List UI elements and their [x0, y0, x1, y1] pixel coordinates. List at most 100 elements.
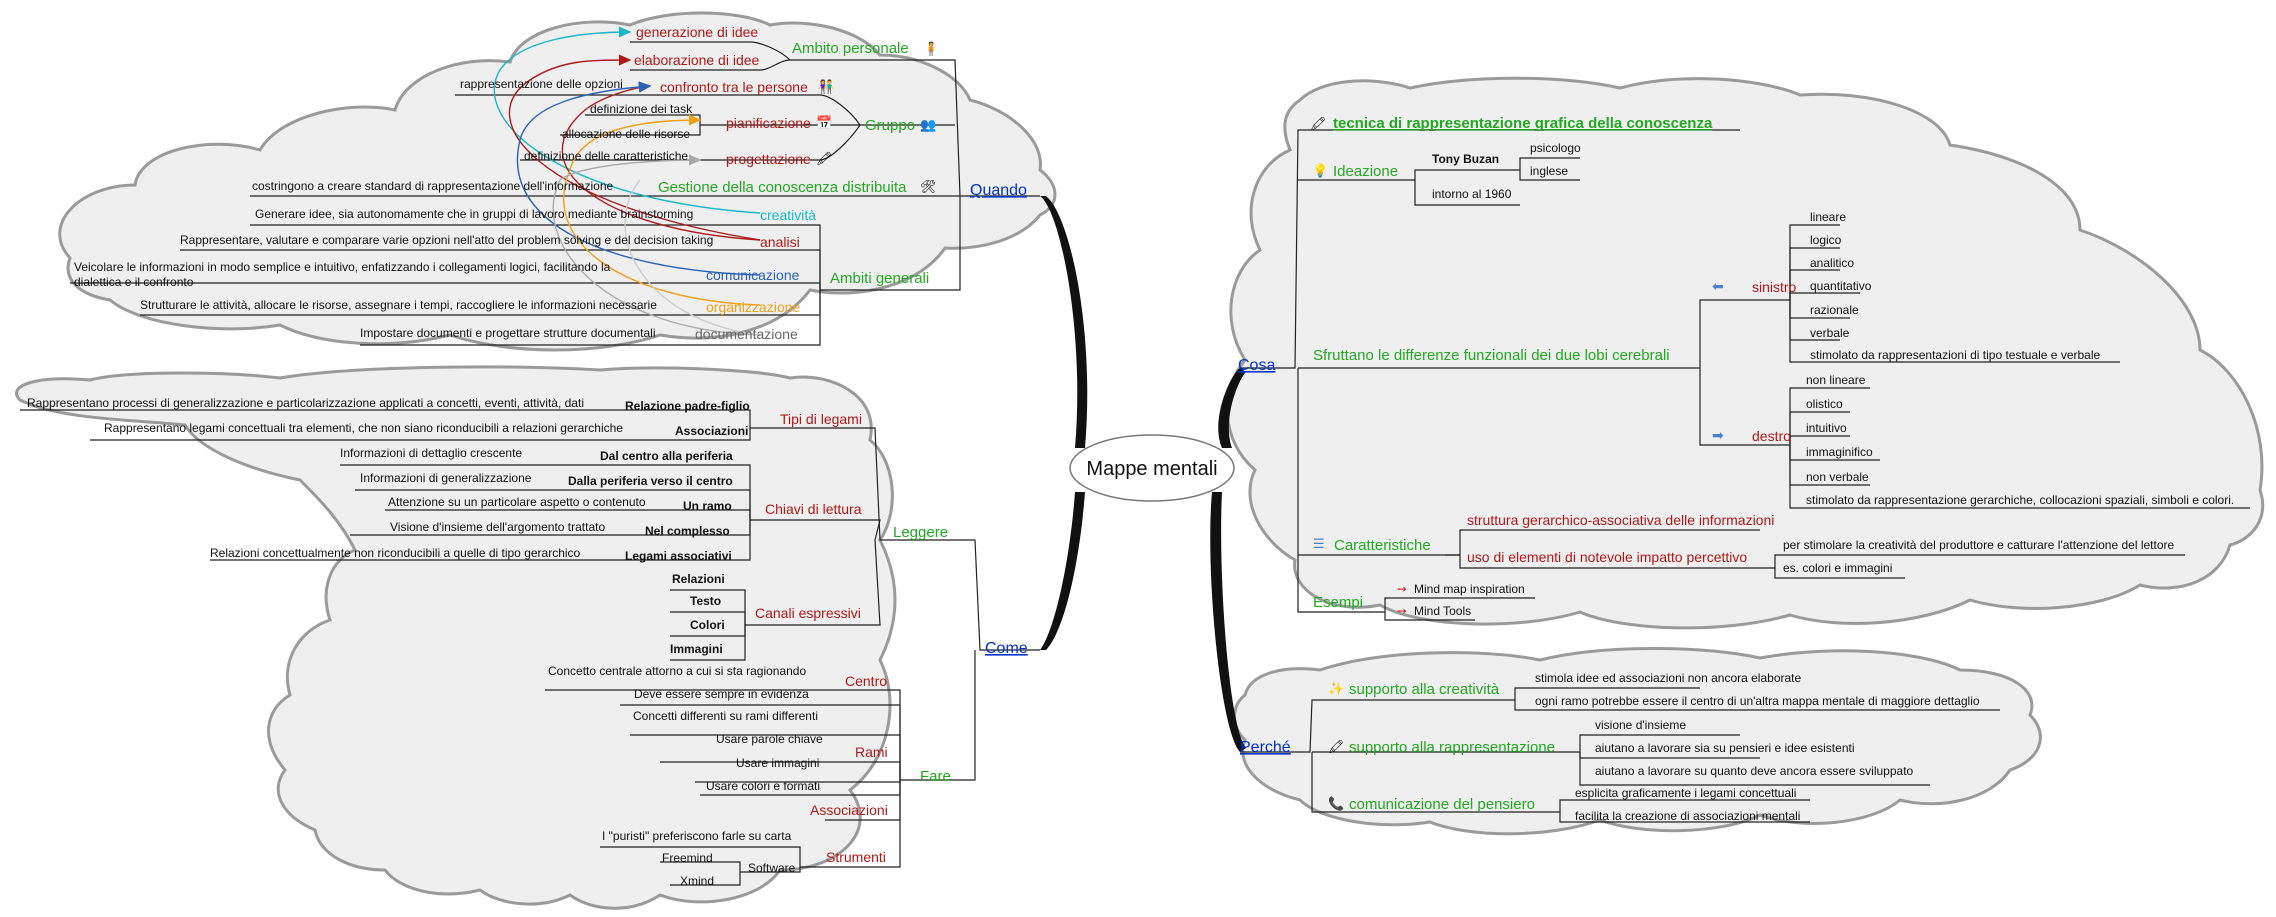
desc-un-ramo: Attenzione su un particolare aspetto o c…	[388, 495, 646, 509]
desc-dalla-periferia: Informazioni di generalizzazione	[360, 471, 532, 485]
topic-organizzazione[interactable]: organizzazione	[706, 299, 800, 315]
topic-documentazione[interactable]: documentazione	[695, 326, 798, 342]
topic-generazione-idee[interactable]: generazione di idee	[636, 24, 758, 40]
destro-immaginifico: immaginifico	[1806, 445, 1873, 459]
strumenti-note: I "puristi" preferiscono farle su carta	[602, 829, 792, 843]
topic-canali-espressivi[interactable]: Canali espressivi	[755, 605, 861, 621]
destro-non-verbale: non verbale	[1806, 470, 1869, 484]
topic-strumenti[interactable]: Strumenti	[826, 849, 886, 865]
detail-rappresentazione-opzioni: rappresentazione delle opzioni	[460, 77, 623, 91]
sinistro-logico: logico	[1810, 233, 1842, 247]
topic-comunicazione-pensiero[interactable]: comunicazione del pensiero	[1349, 796, 1535, 813]
canale-relazioni: Relazioni	[672, 572, 725, 586]
association-arrows	[493, 26, 761, 336]
pen-icon: 🖍	[816, 151, 833, 166]
branch-come[interactable]: Come	[985, 640, 1028, 657]
detail-esplicita: esplicita graficamente i legami concettu…	[1575, 786, 1796, 800]
canale-immagini: Immagini	[670, 642, 723, 656]
detail-veicolare-1: Veicolare le informazioni in modo sempli…	[74, 260, 611, 274]
topic-associazioni[interactable]: Associazioni	[810, 802, 888, 818]
detail-colori-immagini: es. colori e immagini	[1783, 561, 1892, 575]
sinistro-quantitativo: quantitativo	[1810, 279, 1872, 293]
topic-supporto-rappresentazione[interactable]: supporto alla rappresentazione	[1349, 739, 1555, 756]
topic-ambito-personale[interactable]: Ambito personale	[792, 40, 909, 57]
detail-stimola-idee: stimola idee ed associazioni non ancora …	[1535, 671, 1801, 685]
link-arrow-icon: ➙	[1397, 582, 1407, 596]
detail-stimolare-creativita: per stimolare la creatività del produtto…	[1783, 538, 2174, 552]
topic-centro[interactable]: Centro	[845, 673, 887, 689]
key-nel-complesso: Nel complesso	[645, 524, 730, 538]
topic-esempi[interactable]: Esempi	[1313, 594, 1363, 611]
rami-item-4: Usare colori e formati	[706, 779, 820, 793]
cloud-come	[15, 365, 897, 910]
lightbulb-icon: 💡	[1312, 163, 1328, 178]
topic-struttura-gerarchica[interactable]: struttura gerarchico-associativa delle i…	[1467, 512, 1774, 528]
topic-gruppo[interactable]: Gruppo	[865, 117, 915, 134]
topic-pianificazione[interactable]: pianificazione	[726, 115, 811, 131]
branch-cosa[interactable]: Cosa	[1238, 357, 1275, 374]
canale-testo: Testo	[690, 594, 721, 608]
person-tony-buzan: Tony Buzan	[1432, 152, 1499, 166]
topic-confronto-persone[interactable]: confronto tra le persone	[660, 79, 808, 95]
detail-definizione-caratteristiche: definizione delle caratteristiche	[524, 149, 688, 163]
topic-impatto-percettivo[interactable]: uso di elementi di notevole impatto perc…	[1467, 549, 1747, 565]
sinistro-stimolato: stimolato da rappresentazioni di tipo te…	[1810, 348, 2101, 362]
topic-fare[interactable]: Fare	[920, 768, 951, 785]
software-freemind: Freemind	[662, 851, 713, 865]
topic-comunicazione[interactable]: comunicazione	[706, 267, 800, 283]
detail-generare-idee: Generare idee, sia autonomamente che in …	[255, 207, 693, 221]
software-xmind: Xmind	[680, 874, 714, 888]
topic-tecnica[interactable]: tecnica di rappresentazione grafica dell…	[1333, 115, 1713, 132]
detail-allocazione-risorse: allocazione delle risorse	[562, 127, 690, 141]
key-dalla-periferia: Dalla periferia verso il centro	[568, 474, 733, 488]
sinistro-verbale: verbale	[1810, 326, 1850, 340]
detail-visione-insieme: visione d'insieme	[1595, 718, 1686, 732]
link-arrow-icon: ➙	[1397, 604, 1407, 618]
topic-sinistro[interactable]: sinistro	[1752, 279, 1797, 295]
list-icon: ☰	[1313, 536, 1325, 551]
topic-creativita[interactable]: creatività	[760, 207, 816, 223]
topic-elaborazione-idee[interactable]: elaborazione di idee	[634, 52, 760, 68]
key-un-ramo: Un ramo	[683, 499, 732, 513]
calendar-icon: 📅	[816, 115, 832, 130]
topic-chiavi-lettura[interactable]: Chiavi di lettura	[765, 501, 862, 517]
destro-intuitivo: intuitivo	[1806, 421, 1847, 435]
desc-nel-complesso: Visione d'insieme dell'argomento trattat…	[390, 520, 605, 534]
topic-caratteristiche[interactable]: Caratteristiche	[1334, 537, 1431, 554]
topic-progettazione[interactable]: progettazione	[726, 151, 811, 167]
centro-item-2: Deve essere sempre in evidenza	[634, 687, 809, 701]
destro-olistico: olistico	[1806, 397, 1843, 411]
topic-rami[interactable]: Rami	[855, 744, 888, 760]
topic-lobi[interactable]: Sfruttano le differenze funzionali dei d…	[1313, 347, 1670, 364]
branch-quando[interactable]: Quando	[970, 182, 1027, 199]
detail-sviluppato: aiutano a lavorare su quanto deve ancora…	[1595, 764, 1914, 778]
sinistro-lineare: lineare	[1810, 210, 1846, 224]
esempio-mind-map-inspiration[interactable]: Mind map inspiration	[1414, 582, 1525, 596]
desc-dal-centro: Informazioni di dettaglio crescente	[340, 446, 522, 460]
detail-ogni-ramo: ogni ramo potrebbe essere il centro di u…	[1535, 694, 1980, 708]
topic-ideazione[interactable]: Ideazione	[1333, 163, 1398, 180]
topic-supporto-creativita[interactable]: supporto alla creatività	[1349, 681, 1500, 698]
detail-costringono: costringono a creare standard di rappres…	[252, 179, 613, 193]
group-icon: 👥	[920, 117, 936, 132]
phone-icon: 📞	[1328, 795, 1345, 811]
topic-gestione-conoscenza[interactable]: Gestione della conoscenza distribuita	[658, 179, 907, 196]
central-topic-label: Mappe mentali	[1086, 458, 1217, 480]
topic-destro[interactable]: destro	[1752, 428, 1791, 444]
topic-ambiti-generali[interactable]: Ambiti generali	[830, 270, 929, 287]
destro-non-lineare: non lineare	[1806, 373, 1866, 387]
branch-perche[interactable]: Perché	[1240, 739, 1291, 756]
esempio-mind-tools[interactable]: Mind Tools	[1414, 604, 1471, 618]
tools-icon: 🛠	[920, 179, 937, 194]
rami-item-3: Usare immagini	[736, 756, 819, 770]
centro-item-1: Concetto centrale attorno a cui si sta r…	[548, 664, 806, 678]
topic-leggere[interactable]: Leggere	[893, 524, 948, 541]
desc-associazioni: Rappresentano legami concettuali tra ele…	[104, 421, 623, 435]
cloud-perche	[1233, 646, 2042, 836]
topic-analisi[interactable]: analisi	[760, 234, 800, 250]
detail-pensieri-esistenti: aiutano a lavorare sia su pensieri e ide…	[1595, 741, 1855, 755]
detail-strutturare: Strutturare le attività, allocare le ris…	[140, 298, 657, 312]
central-topic[interactable]: Mappe mentali	[1069, 434, 1235, 502]
destro-stimolato: stimolato da rappresentazione gerarchich…	[1806, 493, 2234, 507]
topic-tipi-legami[interactable]: Tipi di legami	[780, 411, 862, 427]
